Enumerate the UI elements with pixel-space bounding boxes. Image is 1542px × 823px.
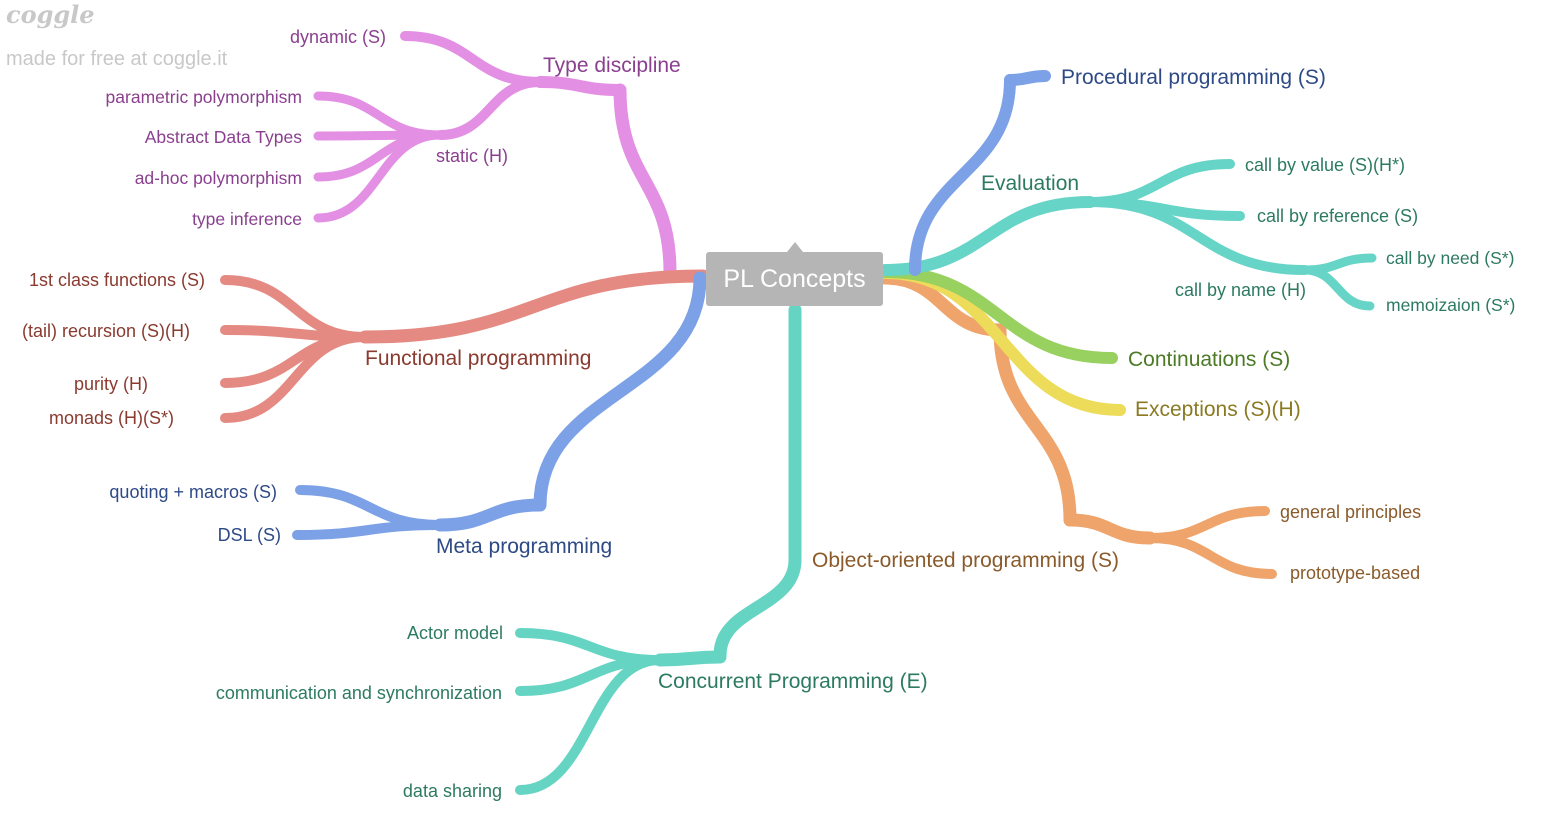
functional-child-label-0[interactable]: 1st class functions (S)	[29, 270, 205, 290]
concurrent-child-label-2[interactable]: data sharing	[403, 781, 502, 801]
call-by-name-label[interactable]: call by name (H)	[1175, 280, 1306, 300]
call-by-name-edge	[1085, 197, 1310, 275]
static-child-label-0[interactable]: parametric polymorphism	[106, 87, 302, 107]
dynamic-label[interactable]: dynamic (S)	[290, 27, 386, 47]
oop-child-label-1[interactable]: prototype-based	[1290, 563, 1420, 583]
oop-edge-b	[993, 323, 1077, 527]
functional-child-label-2[interactable]: purity (H)	[74, 374, 148, 394]
functional-label[interactable]: Functional programming	[365, 347, 591, 370]
procedural-label[interactable]: Procedural programming (S)	[1061, 66, 1326, 89]
mind-map-labels: Type discipline dynamic (S) static (H) para…	[22, 27, 1515, 801]
memoization-edge	[1300, 265, 1375, 311]
evaluation-label[interactable]: Evaluation	[981, 172, 1079, 195]
functional-child-edge-3	[220, 332, 370, 423]
continuations-edge	[879, 266, 1118, 364]
meta-child-label-0[interactable]: quoting + macros (S)	[109, 482, 277, 502]
center-node[interactable]: PL Concepts	[706, 252, 883, 306]
static-child-edge-3	[313, 130, 445, 223]
call-by-reference-label[interactable]: call by reference (S)	[1257, 206, 1418, 226]
static-label[interactable]: static (H)	[436, 146, 508, 166]
oop-child-edge-0	[1145, 506, 1270, 543]
coggle-logo: coggle	[6, 0, 95, 29]
exceptions-label[interactable]: Exceptions (S)(H)	[1135, 398, 1301, 421]
call-by-value-label[interactable]: call by value (S)(H*)	[1245, 155, 1405, 175]
functional-child-label-1[interactable]: (tail) recursion (S)(H)	[22, 321, 190, 341]
static-child-label-2[interactable]: ad-hoc polymorphism	[135, 168, 302, 188]
procedural-edge-a	[909, 74, 1016, 276]
meta-label[interactable]: Meta programming	[436, 535, 612, 558]
type-discipline-edge-top	[534, 76, 626, 96]
type-discipline-edge	[613, 83, 677, 279]
mind-map-edges	[220, 31, 1377, 795]
static-child-label-1[interactable]: Abstract Data Types	[145, 127, 303, 147]
functional-child-label-3[interactable]: monads (H)(S*)	[49, 408, 174, 428]
meta-child-label-1[interactable]: DSL (S)	[218, 525, 281, 545]
concurrent-edge-b	[713, 553, 802, 662]
watermark-text: made for free at coggle.it	[6, 48, 228, 70]
concurrent-child-label-0[interactable]: Actor model	[407, 623, 503, 643]
functional-edge	[358, 269, 710, 344]
concurrent-child-edge-0	[515, 628, 665, 665]
meta-child-edge-1	[292, 520, 445, 540]
memoization-label[interactable]: memoizaion (S*)	[1386, 295, 1515, 315]
dynamic-edge	[400, 31, 545, 87]
type-discipline-label[interactable]: Type discipline	[543, 54, 681, 77]
concurrent-edge-c	[653, 650, 727, 667]
procedural-edge-b	[1004, 70, 1051, 86]
oop-child-label-0[interactable]: general principles	[1280, 502, 1421, 522]
concurrent-label[interactable]: Concurrent Programming (E)	[658, 670, 928, 693]
center-node-label: PL Concepts	[723, 265, 866, 293]
call-by-need-label[interactable]: call by need (S*)	[1386, 248, 1514, 268]
oop-child-edge-1	[1145, 533, 1277, 579]
concurrent-child-label-1[interactable]: communication and synchronization	[216, 683, 502, 703]
call-by-value-edge	[1085, 159, 1235, 207]
oop-label[interactable]: Object-oriented programming (S)	[812, 549, 1119, 572]
oop-edge-c	[1063, 513, 1157, 545]
static-child-label-3[interactable]: type inference	[192, 209, 302, 229]
concurrent-child-edge-2	[515, 655, 665, 795]
static-child-edge-0	[313, 91, 445, 140]
static-edge	[435, 77, 545, 140]
continuations-label[interactable]: Continuations (S)	[1128, 348, 1290, 371]
meta-edge-a	[533, 271, 707, 512]
meta-child-edge-0	[295, 485, 445, 530]
center-node-caret	[787, 242, 803, 252]
meta-edge-b	[433, 498, 547, 532]
